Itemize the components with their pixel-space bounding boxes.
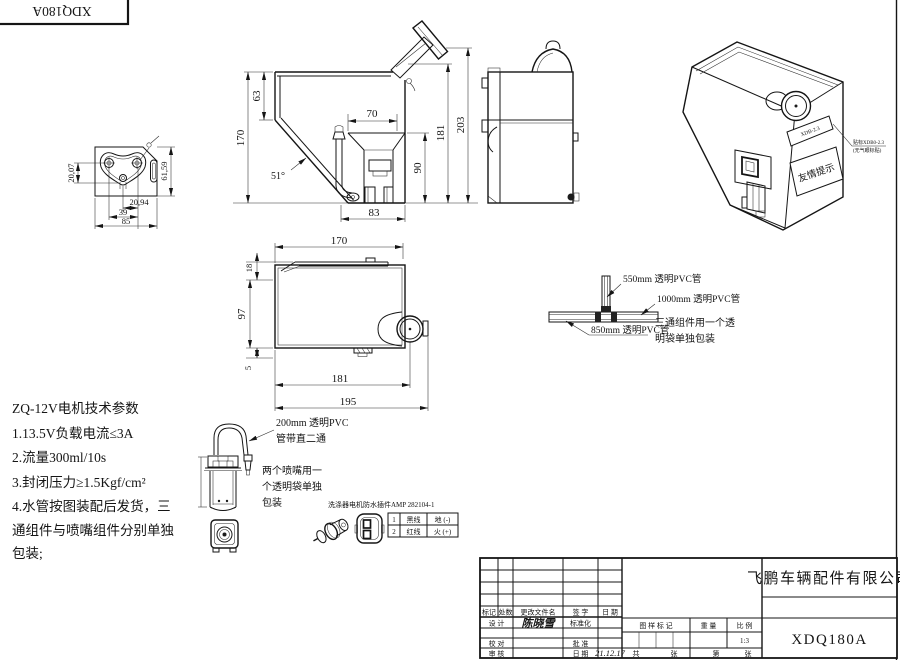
label-scale: 比 例 xyxy=(737,621,753,630)
dim-181-top: 181 xyxy=(332,373,349,385)
motor-params-line-1: 1.13.5V负载电流≤3A xyxy=(12,426,134,441)
label-sheet: 张 xyxy=(671,649,678,658)
label-tube-850: 850mm 透明PVC管 xyxy=(591,324,669,336)
motor-params-note: ZQ-12V电机技术参数 1.13.5V负载电流≤3A 2.流量300ml/10… xyxy=(12,400,174,561)
corner-drawing-number: XDQ180A xyxy=(32,4,91,19)
label-total: 共 xyxy=(633,649,640,658)
tee-pack-note-2: 明袋单独包装 xyxy=(655,332,715,345)
rev-header-docname: 更改文件名 xyxy=(521,608,556,617)
connector-spec: 洗涤器电机防水插件AMP 282104-1 1 黑线 地 (- xyxy=(313,500,459,544)
date-value: 21.12.17 xyxy=(595,648,626,658)
front-view: 170 63 51° 70 90 181 203 83 xyxy=(233,20,478,222)
designer-signature: 陈晓雪 xyxy=(522,617,557,630)
label-approve: 批 准 xyxy=(573,639,589,648)
motor-params-line-3: 3.封闭压力≥1.5Kgf/cm² xyxy=(12,475,146,490)
dim-181-front: 181 xyxy=(435,125,447,142)
top-view: 170 18 97 5 181 195 xyxy=(236,235,429,411)
pin-2-func: 火 (+) xyxy=(434,528,452,536)
pin-2-wire: 红线 xyxy=(407,527,421,536)
motor-params-line-4: 4.水管按图装配后发货，三 xyxy=(12,498,171,514)
connector-face-view xyxy=(354,513,385,544)
dim-90: 90 xyxy=(412,162,424,174)
label-tube-200-2: 管带直二通 xyxy=(276,432,326,445)
label-standardization: 标准化 xyxy=(570,619,591,628)
motor-params-title: ZQ-12V电机技术参数 xyxy=(12,400,139,416)
dim-63: 63 xyxy=(251,90,263,102)
nozzle-pack-note-3: 包装 xyxy=(262,496,282,509)
dim-97: 97 xyxy=(236,308,248,320)
scale-value: 1:3 xyxy=(740,637,749,645)
iso-leader-note-1: 贴标XDB0-2.3 xyxy=(853,139,884,146)
bracket-view: 20,07 61,59 20,94 39 85 xyxy=(66,135,175,229)
nozzle-assembly: 200mm 透明PVC 管带直二通 两个喷嘴用一 个透明袋单独 包装 xyxy=(198,417,349,553)
side-view xyxy=(481,40,580,204)
motor-params-line-2: 2.流量300ml/10s xyxy=(12,450,106,465)
rev-header-count: 处数 xyxy=(499,608,513,617)
pin-1-num: 1 xyxy=(392,516,396,524)
rev-header-mark: 标记 xyxy=(482,608,496,617)
dim-39: 39 xyxy=(119,207,128,217)
rev-header-sign: 签 字 xyxy=(573,608,589,617)
drawing-number: XDQ180A xyxy=(791,632,867,648)
connector-pin-table: 1 黑线 地 (-) 2 红线 火 (+) xyxy=(387,512,459,538)
dim-61-59: 61,59 xyxy=(159,161,169,180)
dim-20-07: 20,07 xyxy=(66,163,76,182)
iso-leader-note-2: (无气眼标贴) xyxy=(853,147,882,154)
dim-20-94: 20,94 xyxy=(129,197,149,207)
pin-2-num: 2 xyxy=(392,528,396,536)
label-date: 日 期 xyxy=(573,650,589,658)
dim-85: 85 xyxy=(122,216,131,226)
motor-params-line-6: 包装; xyxy=(12,546,43,561)
label-tube-550: 550mm 透明PVC管 xyxy=(623,273,701,285)
iso-view: XDB-2.3 友情提示 贴标XDB0-2.3 (无气眼标贴) xyxy=(682,41,886,231)
dim-195: 195 xyxy=(340,396,357,408)
nozzle-pack-note-1: 两个喷嘴用一 xyxy=(262,465,322,477)
label-tube-1000: 1000mm 透明PVC管 xyxy=(657,293,740,305)
label-page: 第 xyxy=(713,649,720,658)
label-stamp: 图 样 标 记 xyxy=(639,621,672,630)
label-design: 设 计 xyxy=(489,619,505,628)
corner-label-box: XDQ180A xyxy=(0,0,130,26)
title-block: 标记 处数 更改文件名 签 字 日 期 设 计 陈晓雪 标准化 校 对 批 准 … xyxy=(479,557,900,659)
label-page-sheet: 张 xyxy=(745,649,752,658)
dim-angle-51: 51° xyxy=(271,171,285,182)
dim-170-top: 170 xyxy=(331,235,348,247)
connector-plug-3d xyxy=(313,518,349,544)
pin-1-func: 地 (-) xyxy=(435,515,451,524)
tee-tube-assembly: 550mm 透明PVC管 1000mm 透明PVC管 850mm 透明PVC管 … xyxy=(548,273,740,345)
connector-title: 洗涤器电机防水插件AMP 282104-1 xyxy=(328,500,435,509)
dim-18: 18 xyxy=(244,264,254,273)
label-tube-200-1: 200mm 透明PVC xyxy=(276,417,349,429)
motor-params-line-5: 通组件与喷嘴组件分别单独 xyxy=(12,523,174,538)
label-check: 校 对 xyxy=(489,639,505,648)
pin-1-wire: 黑线 xyxy=(407,515,421,524)
dim-170-front: 170 xyxy=(235,129,247,146)
label-audit: 审 核 xyxy=(489,649,505,658)
dim-83: 83 xyxy=(369,207,381,219)
tee-pack-note-1: 三通组件用一个透 xyxy=(655,316,735,329)
company-name: 飞鹏车辆配件有限公司 xyxy=(747,570,900,587)
dim-70: 70 xyxy=(367,108,379,120)
label-weight: 重 量 xyxy=(701,622,717,630)
rev-header-date: 日 期 xyxy=(602,609,618,617)
dim-5: 5 xyxy=(243,366,253,370)
dim-203: 203 xyxy=(455,116,467,133)
nozzle-pack-note-2: 个透明袋单独 xyxy=(262,480,322,493)
